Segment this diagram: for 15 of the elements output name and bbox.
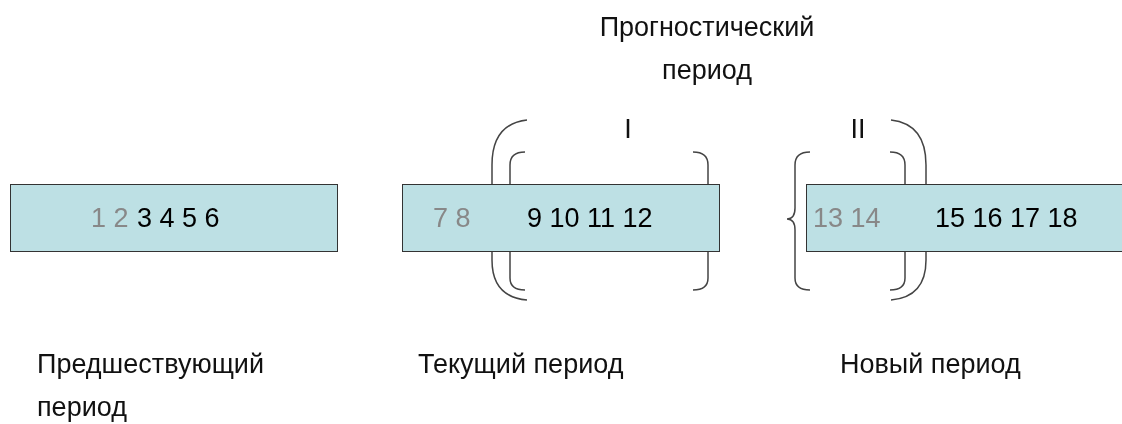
roman-numeral: I bbox=[623, 113, 633, 146]
period-numbers: 1 2 bbox=[91, 202, 129, 234]
period-numbers: 15 16 17 18 bbox=[935, 202, 1078, 234]
roman-numeral: II bbox=[849, 113, 867, 146]
timeline-bar bbox=[10, 184, 338, 252]
period-numbers: 3 4 5 6 bbox=[137, 202, 220, 234]
timeline-bar bbox=[806, 184, 1122, 252]
period-title: Прогностический период bbox=[598, 11, 816, 87]
period-numbers: 7 8 bbox=[433, 202, 471, 234]
period-label: Текущий период bbox=[418, 348, 625, 381]
period-label: Новый период bbox=[840, 348, 1022, 381]
timeline-bar bbox=[402, 184, 720, 252]
period-label: Предшествующий период bbox=[37, 348, 266, 424]
period-numbers: 13 14 bbox=[813, 202, 881, 234]
period-numbers: 9 10 11 12 bbox=[527, 202, 653, 234]
